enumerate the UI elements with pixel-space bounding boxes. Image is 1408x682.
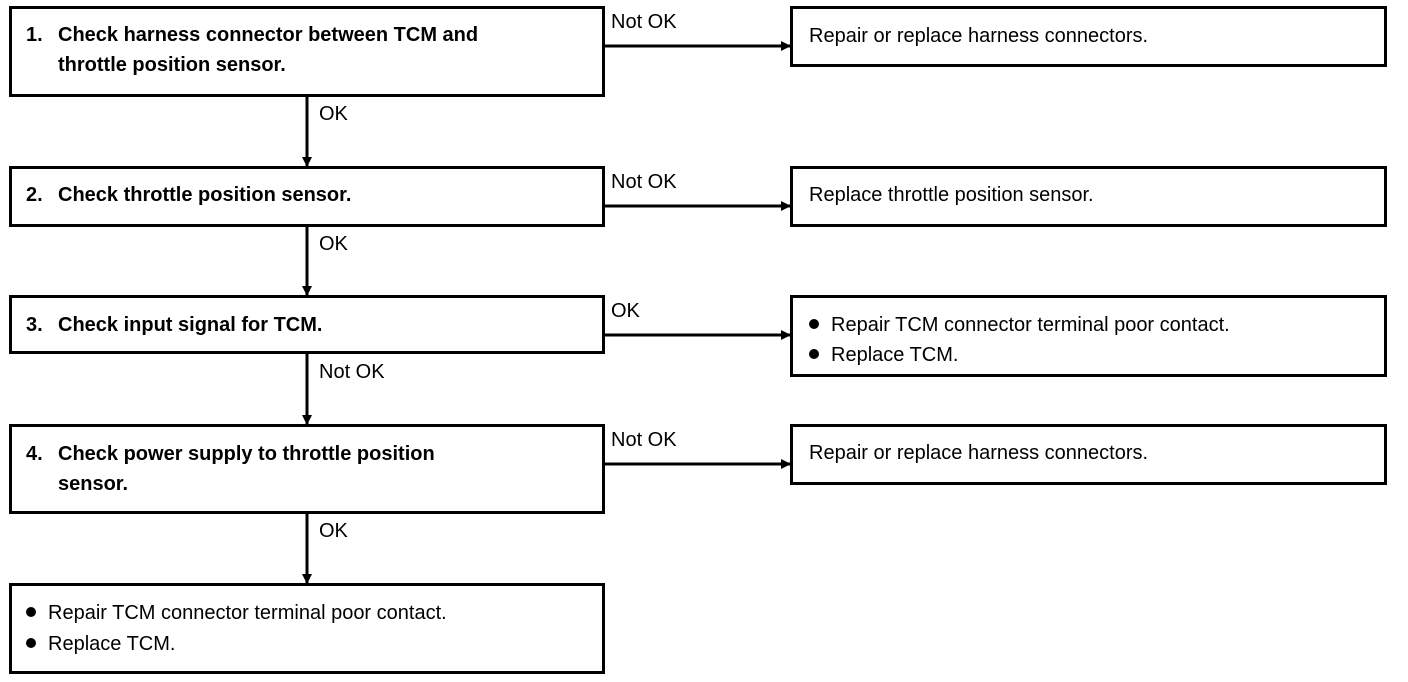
action-box-1: Repair or replace harness connectors. xyxy=(790,6,1387,67)
final-action-line-2: Replace TCM. xyxy=(26,629,175,659)
bullet-icon xyxy=(809,319,819,329)
action-3-line-2: Replace TCM. xyxy=(809,340,958,370)
step-3-number: 3. xyxy=(26,314,43,336)
action-box-4: Repair or replace harness connectors. xyxy=(790,424,1387,485)
bullet-icon xyxy=(809,349,819,359)
step-4-box: 4. Check power supply to throttle positi… xyxy=(9,424,605,514)
step-1-line-1: Check harness connector between TCM and xyxy=(58,24,479,46)
step-4-line-2: sensor. xyxy=(58,473,129,495)
final-action-box: Repair TCM connector terminal poor conta… xyxy=(9,583,605,674)
down-label-1: OK xyxy=(319,103,348,125)
step-4-line-1: Check power supply to throttle position xyxy=(58,443,435,465)
step-2-box: 2. Check throttle position sensor. xyxy=(9,166,605,227)
side-label-4: Not OK xyxy=(611,429,677,451)
step-2-line-1: Check throttle position sensor. xyxy=(58,184,352,206)
side-label-3: OK xyxy=(611,300,640,322)
down-label-2: OK xyxy=(319,233,348,255)
bullet-icon xyxy=(26,607,36,617)
bullet-icon xyxy=(26,638,36,648)
step-3-line-1: Check input signal for TCM. xyxy=(58,314,323,336)
step-2-number: 2. xyxy=(26,184,43,206)
step-1-line-2: throttle position sensor. xyxy=(58,54,286,76)
side-label-1: Not OK xyxy=(611,11,677,33)
action-1-line-1: Repair or replace harness connectors. xyxy=(809,25,1149,47)
step-4-number: 4. xyxy=(26,443,43,465)
step-3-box: 3. Check input signal for TCM. xyxy=(9,295,605,354)
down-label-4: OK xyxy=(319,520,348,542)
step-1-box: 1. Check harness connector between TCM a… xyxy=(9,6,605,97)
action-3-line-1: Repair TCM connector terminal poor conta… xyxy=(809,310,1230,340)
action-2-line-1: Replace throttle position sensor. xyxy=(809,184,1094,206)
action-box-2: Replace throttle position sensor. xyxy=(790,166,1387,227)
step-1-number: 1. xyxy=(26,24,43,46)
action-4-line-1: Repair or replace harness connectors. xyxy=(809,442,1149,464)
side-label-2: Not OK xyxy=(611,171,677,193)
down-label-3: Not OK xyxy=(319,361,385,383)
final-action-line-1: Repair TCM connector terminal poor conta… xyxy=(26,598,447,628)
action-box-3: Repair TCM connector terminal poor conta… xyxy=(790,295,1387,377)
